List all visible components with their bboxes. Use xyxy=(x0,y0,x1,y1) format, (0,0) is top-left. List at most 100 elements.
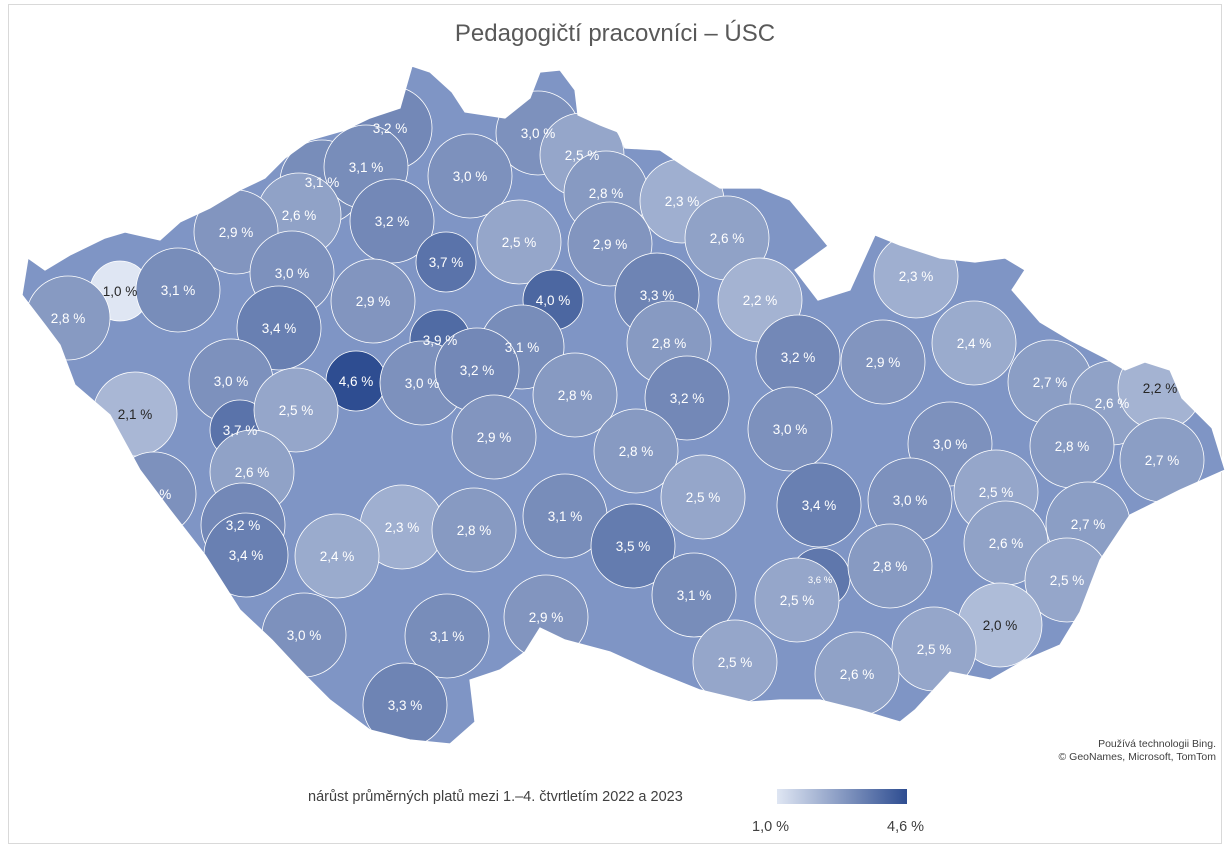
district-region xyxy=(931,300,1017,386)
district-region xyxy=(590,503,676,589)
district-region xyxy=(847,523,933,609)
district-region xyxy=(840,319,926,405)
district-region xyxy=(294,513,380,599)
district-value-label: 3,2 % xyxy=(460,363,495,378)
district-value-label: 3,4 % xyxy=(262,321,297,336)
district-value-label: 2,2 % xyxy=(743,293,778,308)
district-value-label: 3,1 % xyxy=(430,629,465,644)
district-value-label: 2,5 % xyxy=(979,485,1014,500)
district-region xyxy=(362,662,448,744)
district-region xyxy=(651,552,737,638)
district-value-label: 3,4 % xyxy=(802,498,837,513)
district-region xyxy=(532,352,618,438)
district-value-label: 3,1 % xyxy=(548,509,583,524)
district-region xyxy=(747,386,833,472)
district-value-label: 2,5 % xyxy=(502,235,537,250)
district-value-label: 2,3 % xyxy=(899,269,934,284)
district-value-label: 3,1 % xyxy=(505,340,540,355)
district-value-label: 4,0 % xyxy=(536,293,571,308)
district-region xyxy=(776,462,862,548)
district-value-label: 3,2 % xyxy=(226,518,261,533)
district-value-label: 3,2 % xyxy=(781,350,816,365)
district-region xyxy=(415,231,477,293)
district-value-label: 2,7 % xyxy=(1071,517,1106,532)
district-value-label: 2,1 % xyxy=(118,407,153,422)
district-value-label: 2,8 % xyxy=(457,523,492,538)
map-attribution: Používá technologii Bing. © GeoNames, Mi… xyxy=(1059,738,1217,764)
map-title: Pedagogičtí pracovníci – ÚSC xyxy=(454,20,776,47)
district-region xyxy=(754,557,840,643)
district-region xyxy=(644,355,730,441)
district-value-label: 2,9 % xyxy=(356,294,391,309)
district-value-label: 2,5 % xyxy=(565,148,600,163)
district-value-label: 2,8 % xyxy=(51,311,86,326)
district-value-label: 2,9 % xyxy=(219,225,254,240)
district-value-label: 2,3 % xyxy=(665,194,700,209)
district-value-label: 3,3 % xyxy=(388,698,423,713)
legend-min-label: 1,0 % xyxy=(752,819,790,835)
district-value-label: 2,8 % xyxy=(1055,439,1090,454)
legend-title: nárůst průměrných platů mezi 1.–4. čtvrt… xyxy=(308,789,683,805)
district-value-label: 2,3 % xyxy=(385,520,420,535)
attribution-line-1: Používá technologii Bing. xyxy=(1098,738,1216,750)
district-value-label: 2,6 % xyxy=(235,465,270,480)
district-value-label: 3,9 % xyxy=(423,333,458,348)
district-value-label: 3,2 % xyxy=(373,121,408,136)
district-value-label: 3,3 % xyxy=(640,288,675,303)
district-value-label: 3,0 % xyxy=(521,126,556,141)
legend-max-label: 4,6 % xyxy=(887,819,925,835)
district-value-label: 2,5 % xyxy=(780,593,815,608)
district-region xyxy=(593,408,679,494)
district-value-label: 3,6 % xyxy=(808,575,833,586)
district-value-label: 3,0 % xyxy=(405,376,440,391)
district-value-label: 2,6 % xyxy=(282,208,317,223)
district-value-label: 2,2 % xyxy=(1143,381,1178,396)
chart-frame xyxy=(8,4,1222,844)
district-value-label: 2,5 % xyxy=(917,642,952,657)
district-value-label: 3,0 % xyxy=(214,374,249,389)
district-value-label: 2,6 % xyxy=(989,536,1024,551)
district-value-label: 2,7 % xyxy=(1033,375,1068,390)
district-value-label: 2,5 % xyxy=(686,490,721,505)
district-value-label: 3,0 % xyxy=(453,169,488,184)
district-value-label: 2,8 % xyxy=(619,444,654,459)
district-value-label: 2,6 % xyxy=(710,231,745,246)
district-region xyxy=(253,367,339,453)
district-value-label: 3,0 % xyxy=(137,487,172,502)
district-value-label: 3,1 % xyxy=(305,175,340,190)
district-value-label: 3,0 % xyxy=(275,266,310,281)
district-region xyxy=(476,199,562,285)
district-value-label: 3,2 % xyxy=(375,214,410,229)
district-value-label: 3,1 % xyxy=(349,160,384,175)
district-value-label: 2,5 % xyxy=(279,403,314,418)
district-value-label: 2,4 % xyxy=(320,549,355,564)
district-region xyxy=(427,133,513,219)
district-value-label: 2,5 % xyxy=(718,655,753,670)
district-value-label: 3,0 % xyxy=(893,493,928,508)
legend-gradient-bar xyxy=(777,789,907,804)
district-value-label: 3,7 % xyxy=(429,255,464,270)
district-region xyxy=(135,247,221,333)
district-value-label: 2,9 % xyxy=(477,430,512,445)
district-region xyxy=(404,593,490,679)
district-value-label: 2,9 % xyxy=(529,610,564,625)
district-region xyxy=(349,178,435,264)
district-value-label: 2,9 % xyxy=(866,355,901,370)
district-value-label: 3,1 % xyxy=(677,588,712,603)
district-value-label: 3,0 % xyxy=(287,628,322,643)
district-region xyxy=(451,394,537,480)
district-value-label: 1,0 % xyxy=(103,284,138,299)
district-value-label: 3,2 % xyxy=(670,391,705,406)
district-region xyxy=(330,258,416,344)
district-value-label: 2,4 % xyxy=(957,336,992,351)
district-region xyxy=(660,454,746,540)
district-value-label: 2,8 % xyxy=(652,336,687,351)
district-value-label: 3,4 % xyxy=(229,548,264,563)
district-value-label: 2,8 % xyxy=(873,559,908,574)
district-value-label: 2,6 % xyxy=(1095,396,1130,411)
district-value-label: 2,8 % xyxy=(558,388,593,403)
district-value-label: 2,0 % xyxy=(983,618,1018,633)
district-value-label: 2,6 % xyxy=(840,667,875,682)
district-region xyxy=(431,487,517,573)
district-value-label: 4,6 % xyxy=(339,374,374,389)
